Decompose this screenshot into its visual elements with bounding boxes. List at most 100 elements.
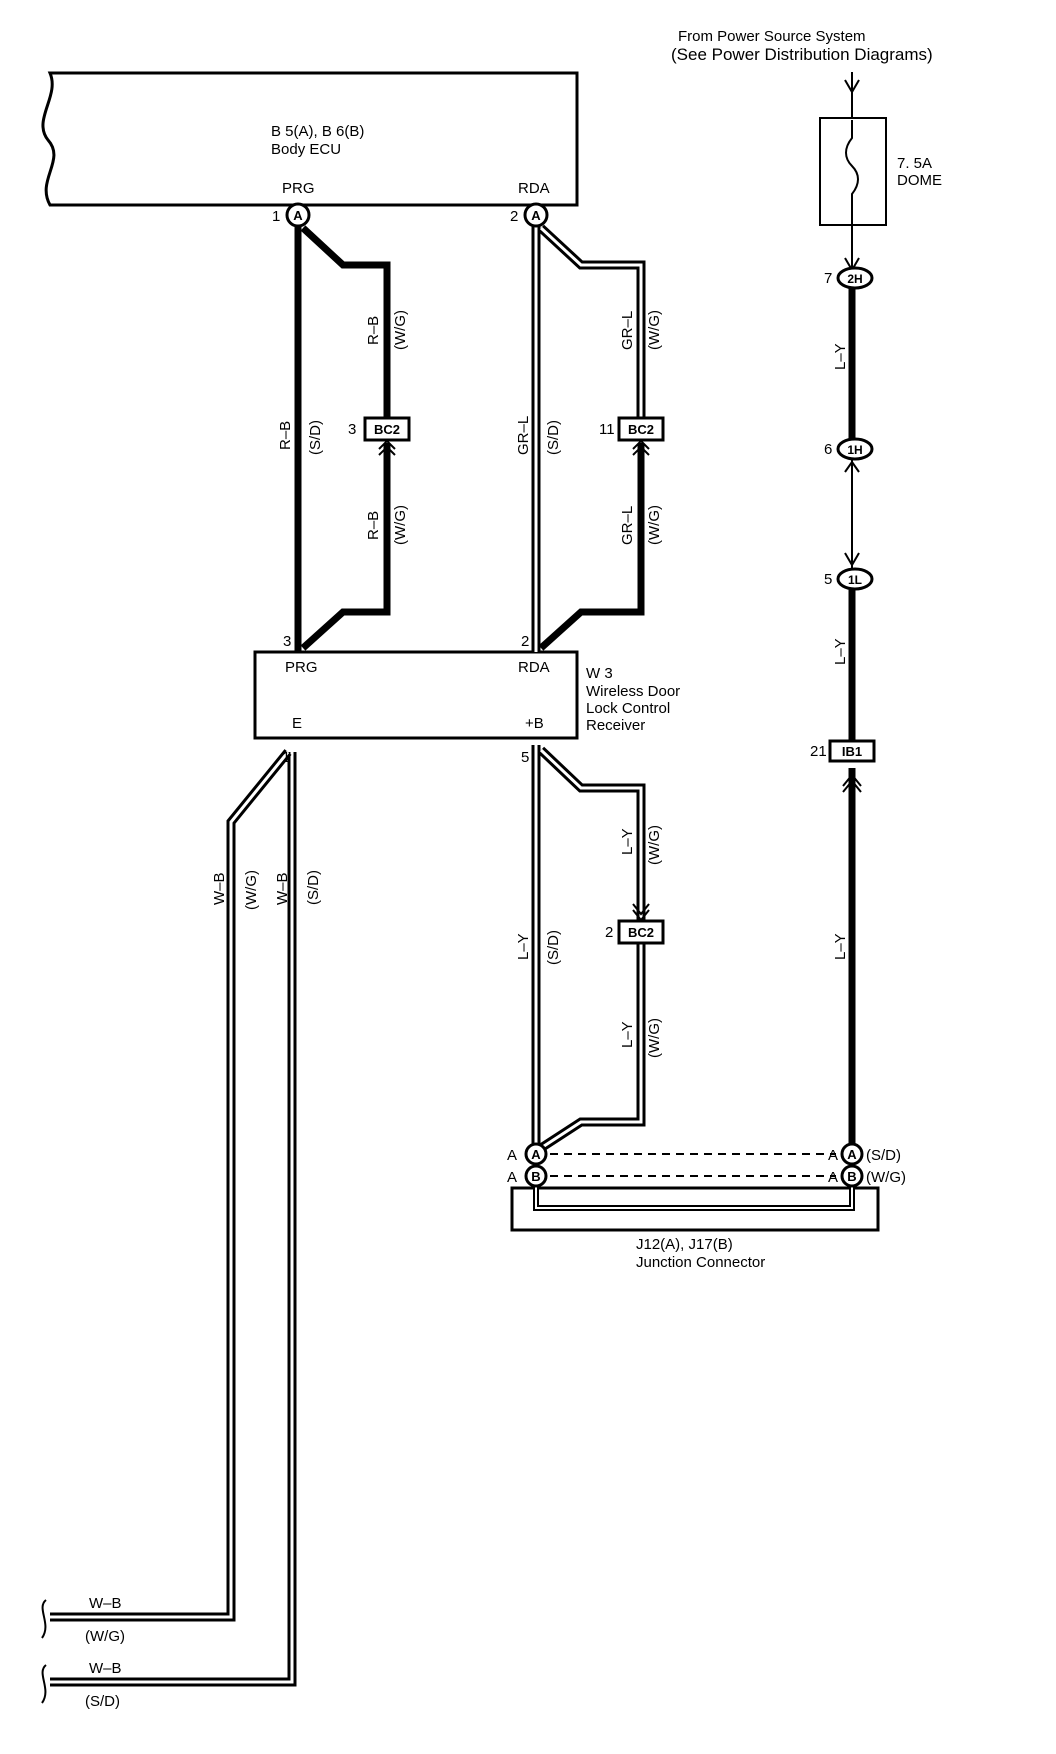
prg-branch-bottom-type: (W/G) xyxy=(392,505,409,545)
body-ecu-rda-pin xyxy=(523,202,549,228)
body-ecu-prg-conn: A xyxy=(293,208,303,223)
connector-1l xyxy=(836,567,874,591)
body-ecu-name: Body ECU xyxy=(271,141,341,158)
prg-main-color: R–B xyxy=(277,421,294,450)
receiver-b-pin-num: 5 xyxy=(521,749,529,766)
bc2-prg-connector xyxy=(363,416,411,442)
power-source-label: From Power Source System xyxy=(678,28,866,45)
junction-right-b-pin xyxy=(840,1164,864,1188)
rda-branch-top-color: GR–L xyxy=(619,311,636,350)
junction-left-a-side: A xyxy=(507,1147,517,1164)
ly-main-color: L–Y xyxy=(515,933,532,960)
prg-bc2-arrow2-icon xyxy=(378,445,396,456)
receiver-name-line2: Lock Control xyxy=(586,700,670,717)
ground-sd-break-icon xyxy=(41,1664,47,1704)
body-ecu-prg-label: PRG xyxy=(282,180,315,197)
receiver-rda-label: RDA xyxy=(518,659,550,676)
ground-wg-color: W–B xyxy=(211,872,228,905)
body-ecu-box xyxy=(41,71,579,207)
junction-left-b-conn: B xyxy=(531,1169,540,1184)
connector-1h xyxy=(836,437,874,461)
body-ecu-prg-pin xyxy=(285,202,311,228)
rda-branch-bottom-type: (W/G) xyxy=(646,505,663,545)
prg-branch-top-type: (W/G) xyxy=(392,310,409,350)
junction-right-a-type: (S/D) xyxy=(866,1147,901,1164)
rda-branch-bottom-color: GR–L xyxy=(619,506,636,545)
connector-ib1 xyxy=(828,739,876,763)
ly-bc2-arrow2-icon xyxy=(632,903,650,916)
ly-branch-bottom-color: L–Y xyxy=(619,1021,636,1048)
body-ecu-rda-label: RDA xyxy=(518,180,550,197)
prg-branch-bottom-wire xyxy=(300,443,391,651)
junction-right-a-side: A xyxy=(828,1147,838,1164)
receiver-name-line1: Wireless Door xyxy=(586,683,680,700)
junction-right-a-pin xyxy=(840,1142,864,1166)
connector-1l-pin: 5 xyxy=(824,571,832,588)
prg-branch-top-wire xyxy=(300,225,391,420)
junction-right-b-side: A xyxy=(828,1169,838,1186)
receiver-prg-label: PRG xyxy=(285,659,318,676)
bc2-prg-pin: 3 xyxy=(348,421,356,438)
right-1h-arrow xyxy=(844,460,860,473)
connector-1l-name: 1L xyxy=(848,573,862,587)
fuse-element-icon xyxy=(845,120,859,225)
ground-sd-type: (S/D) xyxy=(305,870,322,905)
prg-branch-bottom-color: R–B xyxy=(365,511,382,540)
junction-name-line2: Junction Connector xyxy=(636,1254,765,1271)
prg-branch-top-color: R–B xyxy=(365,316,382,345)
ly-branch-top-color: L–Y xyxy=(619,828,636,855)
junction-left-a-conn: A xyxy=(531,1147,541,1162)
connector-2h-name: 2H xyxy=(847,272,862,286)
receiver-code: W 3 xyxy=(586,665,613,682)
bc2-rda-name: BC2 xyxy=(628,422,654,437)
right-1l-arrow xyxy=(844,552,860,567)
right-wire-a-color: L–Y xyxy=(832,343,849,370)
connector-2h xyxy=(836,266,874,290)
ground-wg-break-icon xyxy=(41,1599,47,1639)
bottom-wg-color: W–B xyxy=(89,1595,122,1612)
body-ecu-rda-pin-num: 2 xyxy=(510,208,518,225)
bc2-b-connector xyxy=(617,919,665,945)
prg-main-type: (S/D) xyxy=(307,420,324,455)
ground-sd-color: W–B xyxy=(274,872,291,905)
rda-bc2-arrow2-icon xyxy=(632,445,650,456)
ly-branch-top-type: (W/G) xyxy=(646,825,663,865)
fuse-rating: 7. 5A xyxy=(897,155,932,172)
body-ecu-rda-conn: A xyxy=(531,208,541,223)
body-ecu-connectors: B 5(A), B 6(B) xyxy=(271,123,364,140)
bottom-wg-type: (W/G) xyxy=(85,1628,125,1645)
ly-branch-bottom-type: (W/G) xyxy=(646,1018,663,1058)
rda-main-type: (S/D) xyxy=(545,420,562,455)
receiver-e-label: E xyxy=(292,715,302,732)
rda-branch-bottom-wire xyxy=(538,443,645,651)
connector-ib1-pin: 21 xyxy=(810,743,827,760)
fuse-name: DOME xyxy=(897,172,942,189)
connector-2h-pin: 7 xyxy=(824,270,832,287)
receiver-rda-pin-num: 2 xyxy=(521,633,529,650)
receiver-b-label: +B xyxy=(525,715,544,732)
junction-left-b-pin xyxy=(524,1164,548,1188)
receiver-name-line3: Receiver xyxy=(586,717,645,734)
rda-main-color: GR–L xyxy=(515,416,532,455)
ly-main-type: (S/D) xyxy=(545,930,562,965)
receiver-prg-pin-num: 3 xyxy=(283,633,291,650)
receiver-e-pin-num: 1 xyxy=(282,749,290,766)
junction-right-b-type: (W/G) xyxy=(866,1169,906,1186)
bc2-rda-connector xyxy=(617,416,665,442)
bc2-b-name: BC2 xyxy=(628,925,654,940)
junction-name-line1: J12(A), J17(B) xyxy=(636,1236,733,1253)
right-ib1-arrow2-icon xyxy=(842,779,862,793)
bottom-sd-color: W–B xyxy=(89,1660,122,1677)
right-wire-c-color: L–Y xyxy=(832,933,849,960)
bc2-rda-pin: 11 xyxy=(599,421,615,438)
bc2-b-pin: 2 xyxy=(605,924,613,941)
wireless-receiver-box xyxy=(253,650,579,740)
right-ib1-arrow-icon xyxy=(842,773,862,787)
junction-right-a-conn: A xyxy=(847,1147,857,1162)
ground-wg-type: (W/G) xyxy=(243,870,260,910)
junction-left-a-pin xyxy=(524,1142,548,1166)
junction-right-b-conn: B xyxy=(847,1169,856,1184)
bottom-sd-type: (S/D) xyxy=(85,1693,120,1710)
junction-left-b-side: A xyxy=(507,1169,517,1186)
